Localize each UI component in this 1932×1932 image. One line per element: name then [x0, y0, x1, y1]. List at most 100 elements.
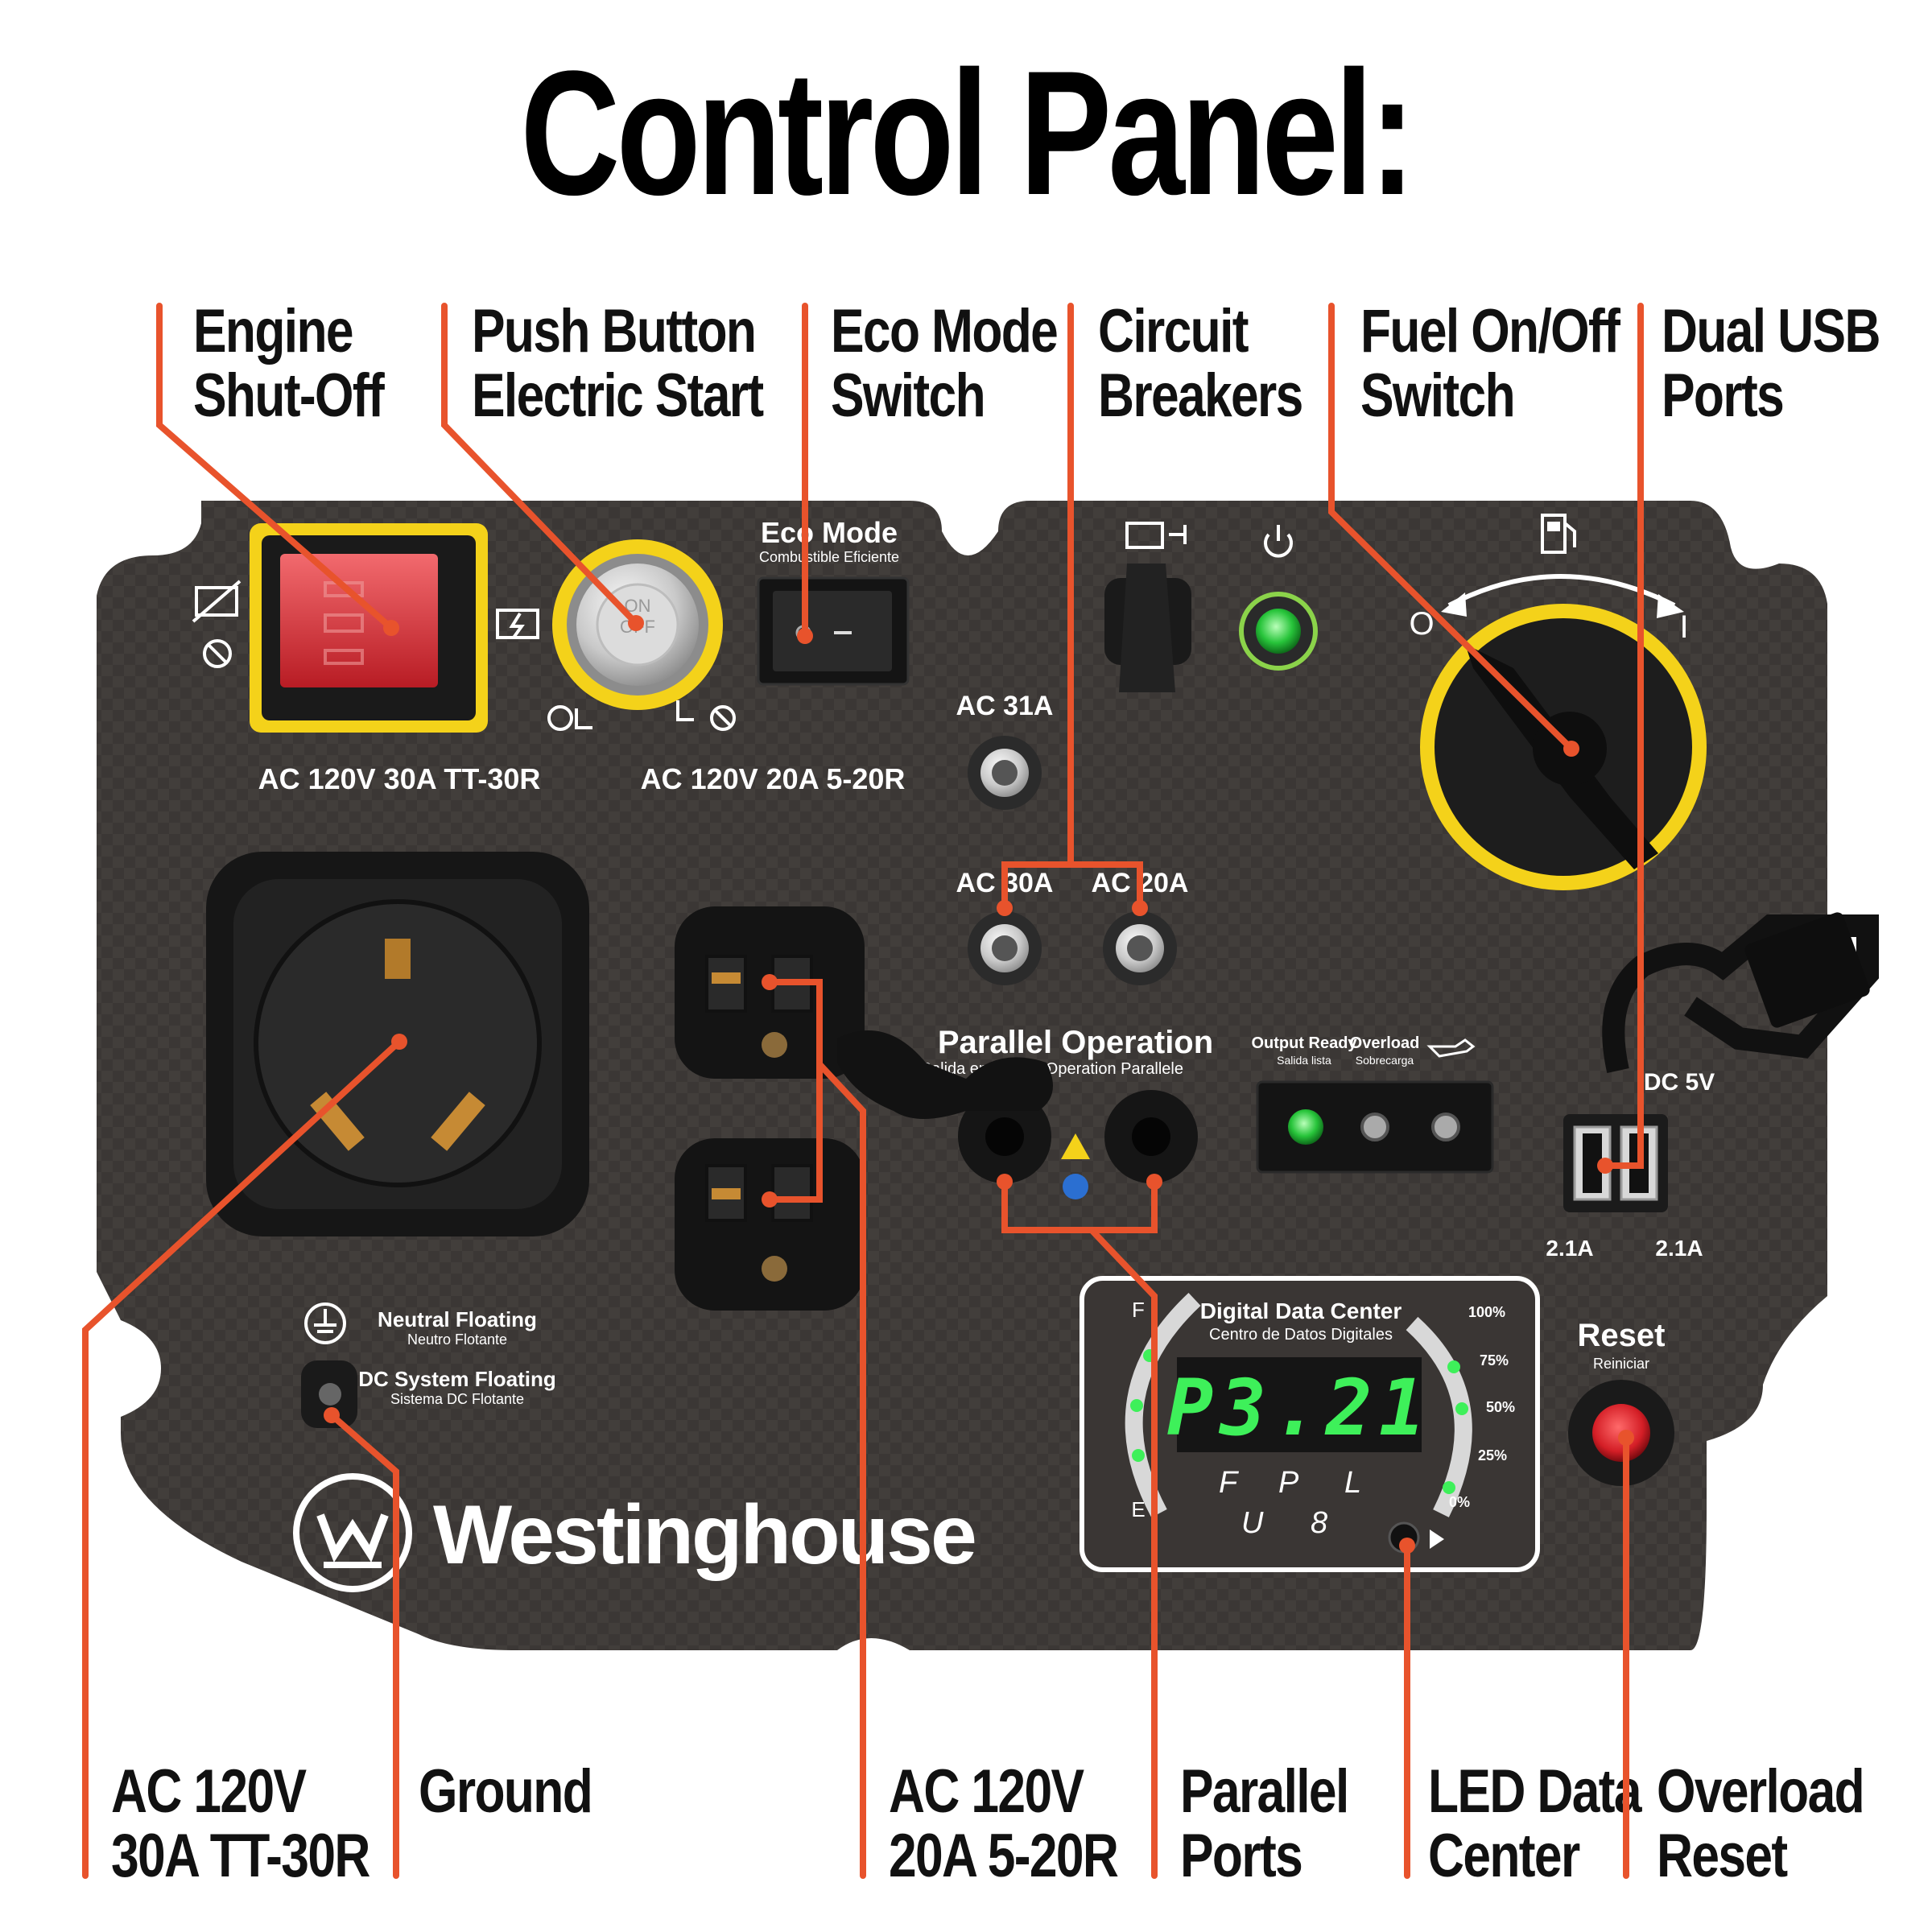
- callout-leader-dots: [324, 615, 1634, 1554]
- dc-floating-label: DC System Floating: [358, 1367, 556, 1391]
- dc-output-knob[interactable]: [1104, 564, 1191, 692]
- breaker-31a[interactable]: [968, 736, 1042, 810]
- oil-can-icon: [1426, 1038, 1476, 1058]
- callout-text: 20A 5-20R: [889, 1822, 1119, 1890]
- overload-label: Overload: [1350, 1034, 1420, 1052]
- callout-text: Reset: [1657, 1822, 1788, 1890]
- low-oil-led: [1431, 1113, 1460, 1141]
- parallel-port-right[interactable]: [1104, 1090, 1198, 1183]
- callout-leader-lines: [82, 303, 1644, 1879]
- parallel-subtitle-right: Operation Parallele: [1046, 1060, 1183, 1078]
- page-title: Control Panel:: [520, 34, 1415, 232]
- callout-overload-reset: Overload Reset: [1657, 1760, 1865, 1890]
- westinghouse-logo: [293, 1473, 412, 1592]
- callout-text: Ground: [419, 1757, 593, 1826]
- callout-text: Center: [1428, 1822, 1580, 1890]
- callout-text: Switch: [831, 361, 986, 430]
- usb-right-rating: 2.1A: [1655, 1236, 1703, 1261]
- neutral-floating-label: Neutral Floating: [378, 1307, 537, 1331]
- dc5v-label: DC 5V: [1644, 1069, 1715, 1096]
- callout-text: Breakers: [1098, 361, 1303, 430]
- dc-floating-sublabel: Sistema DC Flotante: [390, 1391, 524, 1407]
- parallel-port-left[interactable]: [958, 1090, 1051, 1183]
- callout-parallel-ports: Parallel Ports: [1180, 1757, 1349, 1890]
- callout-text: Electric Start: [472, 361, 764, 430]
- breaker-30a[interactable]: [968, 911, 1042, 985]
- parallel-port-cap[interactable]: [837, 1030, 1053, 1119]
- output-ready-label: Output Ready: [1251, 1034, 1357, 1052]
- callout-text: Switch: [1360, 361, 1516, 430]
- output-ready-led: [1288, 1109, 1323, 1145]
- overload-sublabel: Sobrecarga: [1356, 1054, 1414, 1067]
- svg-text:F: F: [1219, 1466, 1239, 1500]
- ddc-scale-75: 75%: [1480, 1352, 1509, 1368]
- callout-text: Push Button: [472, 297, 757, 365]
- play-icon: [1430, 1530, 1444, 1549]
- engine-stop-icon: [676, 700, 736, 731]
- reset-title: Reset: [1578, 1318, 1666, 1353]
- callout-fuel-switch: Fuel On/Off Switch: [1360, 297, 1620, 430]
- battery-charge-icon: [496, 609, 539, 639]
- callout-text: Engine: [193, 297, 354, 365]
- callout-text: Fuel On/Off: [1360, 297, 1620, 365]
- battery-icon: [192, 580, 242, 623]
- ground-terminal[interactable]: [301, 1360, 357, 1428]
- callout-text: AC 120V: [889, 1757, 1084, 1826]
- callout-text: Circuit: [1098, 297, 1249, 365]
- battery-plug-icon: [1125, 522, 1187, 549]
- callout-eco-mode: Eco Mode Switch: [831, 297, 1059, 430]
- outlet-20a-upper[interactable]: [675, 906, 865, 1079]
- ddc-scale-100: 100%: [1468, 1304, 1505, 1320]
- arrow-head-left-icon: [1441, 592, 1467, 617]
- callout-text: 30A TT-30R: [111, 1822, 370, 1890]
- callout-text: Shut-Off: [193, 361, 385, 430]
- callout-ground: Ground: [419, 1757, 593, 1826]
- breaker-20a[interactable]: [1103, 911, 1177, 985]
- arrow-head-right-icon: [1657, 594, 1684, 618]
- ddc-scale-0: 0%: [1449, 1494, 1470, 1510]
- ddc-display: P3.21: [1167, 1363, 1432, 1453]
- eco-mode-switch[interactable]: [757, 576, 910, 686]
- callout-dual-usb: Dual USB Ports: [1662, 299, 1880, 428]
- ddc-fuel-e: E: [1131, 1497, 1145, 1521]
- fuel-on-label: I: [1679, 609, 1688, 645]
- callout-circuit-breakers: Circuit Breakers: [1098, 297, 1303, 430]
- engine-shutoff-switch[interactable]: [250, 523, 488, 733]
- callout-20a-outlet: AC 120V 20A 5-20R: [889, 1757, 1119, 1890]
- ddc-subtitle: Centro de Datos Digitales: [1209, 1326, 1393, 1344]
- neutral-floating-sublabel: Neutro Flotante: [407, 1331, 507, 1348]
- ground-icon: [304, 1302, 346, 1344]
- manual-icon: [1063, 1174, 1088, 1199]
- fuel-direction-arrow: [1447, 574, 1676, 608]
- warning-icon: [1061, 1133, 1090, 1159]
- ddc-title: Digital Data Center: [1200, 1298, 1402, 1323]
- callout-engine-shutoff: Engine Shut-Off: [193, 297, 385, 430]
- callout-text: Dual USB: [1662, 297, 1880, 365]
- callout-text: Ports: [1662, 361, 1785, 430]
- fuel-switch-knob[interactable]: [1420, 604, 1707, 890]
- callout-text: Parallel: [1180, 1757, 1349, 1826]
- callout-30a-outlet: AC 120V 30A TT-30R: [111, 1760, 370, 1890]
- callout-text: Eco Mode: [831, 297, 1059, 365]
- usb-cover[interactable]: [1602, 910, 1879, 1074]
- svg-text:8: 8: [1311, 1506, 1327, 1540]
- label-30a-outlet: AC 120V 30A TT-30R: [258, 762, 541, 795]
- usb-left-rating: 2.1A: [1546, 1236, 1593, 1261]
- power-indicator-led: [1239, 592, 1318, 671]
- label-20a-outlet: AC 120V 20A 5-20R: [641, 762, 906, 795]
- ddc-scale-50: 50%: [1486, 1399, 1515, 1415]
- outlet-20a-lower[interactable]: [675, 1138, 865, 1311]
- ddc-mode-icons: F P L U 8: [1219, 1466, 1361, 1540]
- engine-start-icon: [547, 705, 592, 731]
- callout-led-data-center: LED Data Center: [1428, 1757, 1642, 1890]
- svg-text:U: U: [1241, 1506, 1264, 1540]
- callout-text: LED Data: [1428, 1757, 1642, 1826]
- eco-mode-subtitle: Combustible Eficiente: [759, 549, 899, 565]
- eco-mode-title: Eco Mode: [761, 516, 898, 549]
- callout-text: Ports: [1180, 1822, 1303, 1890]
- ddc-scale-25: 25%: [1478, 1447, 1507, 1463]
- brand-name: Westinghouse: [433, 1488, 975, 1582]
- fuel-pump-icon: [1541, 514, 1576, 554]
- svg-text:P: P: [1278, 1466, 1299, 1500]
